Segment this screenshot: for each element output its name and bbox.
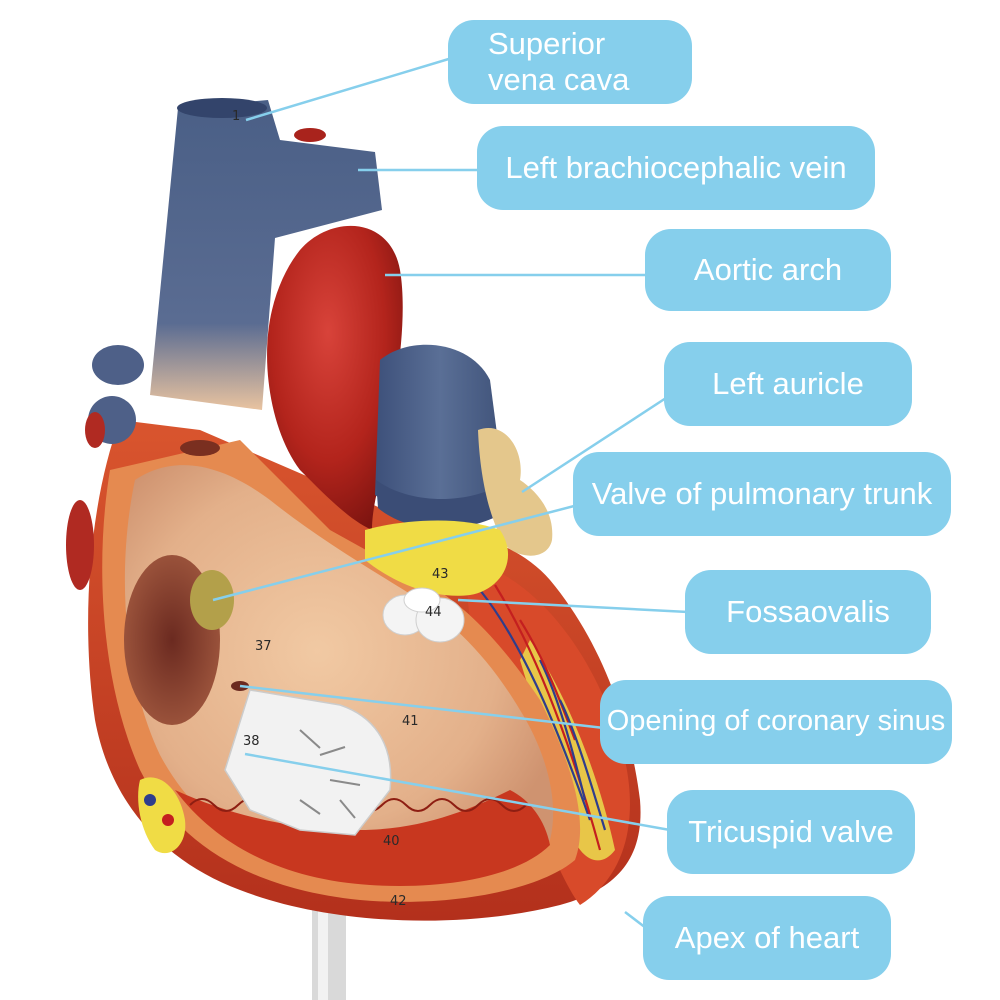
leader-line-apex-of-heart	[624, 911, 647, 929]
leader-line-valve-of-pulmonary-trunk	[212, 503, 579, 602]
label-opening-of-coronary-sinus: Opening of coronary sinus	[606, 705, 946, 738]
model-number-42: 42	[390, 894, 407, 909]
callout-left-brachiocephalic-vein: Left brachiocephalic vein	[477, 126, 875, 210]
leader-line-superior-vena-cava	[245, 56, 453, 122]
callout-apex-of-heart: Apex of heart	[643, 896, 891, 980]
trabeculae-muscle	[175, 790, 550, 886]
callout-valve-of-pulmonary-trunk: Valve of pulmonary trunk	[573, 452, 951, 536]
callout-superior-vena-cava: Superior vena cava	[448, 20, 692, 104]
pulmonary-trunk-shape	[375, 344, 505, 514]
fat-deposit-right	[520, 640, 615, 861]
model-stand	[312, 905, 346, 1000]
label-left-brachiocephalic-vein: Left brachiocephalic vein	[505, 150, 847, 186]
leader-line-opening-of-coronary-sinus	[239, 684, 605, 730]
label-valve-of-pulmonary-trunk: Valve of pulmonary trunk	[591, 476, 933, 512]
model-number-37: 37	[255, 639, 272, 654]
pulmonary-veins	[66, 345, 144, 590]
small-artery-cap	[294, 128, 326, 142]
aortic-arch-shape	[267, 225, 403, 530]
pulmonary-valve-shape	[382, 587, 465, 643]
tricuspid-valve-shape	[224, 689, 392, 836]
svc-top-opening	[177, 98, 267, 118]
label-aortic-arch: Aortic arch	[693, 252, 843, 288]
callout-opening-of-coronary-sinus: Opening of coronary sinus	[600, 680, 952, 764]
model-number-43: 43	[432, 567, 449, 582]
fossa-ovalis-mark	[190, 570, 234, 630]
pulmonary-trunk-band	[376, 480, 508, 529]
callout-aortic-arch: Aortic arch	[645, 229, 891, 311]
leader-line-tricuspid-valve	[244, 752, 671, 832]
leader-line-fossa-ovalis	[457, 598, 689, 614]
callout-fossa-ovalis: Fossaovalis	[685, 570, 931, 654]
model-number-40: 40	[383, 834, 400, 849]
fat-band-upper	[365, 520, 509, 596]
leader-lines	[212, 56, 689, 929]
label-fossa-ovalis: Fossaovalis	[726, 594, 890, 630]
callout-tricuspid-valve: Tricuspid valve	[667, 790, 915, 874]
vessel-dot	[162, 814, 174, 826]
model-number-38: 38	[243, 734, 260, 749]
label-left-auricle: Left auricle	[712, 366, 864, 402]
model-number-41: 41	[402, 714, 419, 729]
leader-line-left-auricle	[521, 396, 667, 494]
label-apex-of-heart: Apex of heart	[674, 920, 860, 956]
rim-opening	[180, 440, 220, 456]
model-number-1: 1	[232, 109, 240, 124]
label-tricuspid-valve: Tricuspid valve	[688, 814, 894, 850]
label-superior-vena-cava: Superior vena cava	[488, 26, 630, 97]
coronary-vessels	[479, 584, 607, 851]
superior-vena-cava-shape	[150, 100, 382, 410]
model-number-44: 44	[425, 605, 442, 620]
vessel-dot	[144, 794, 156, 806]
left-auricle-shape	[478, 428, 553, 556]
callout-left-auricle: Left auricle	[664, 342, 912, 426]
